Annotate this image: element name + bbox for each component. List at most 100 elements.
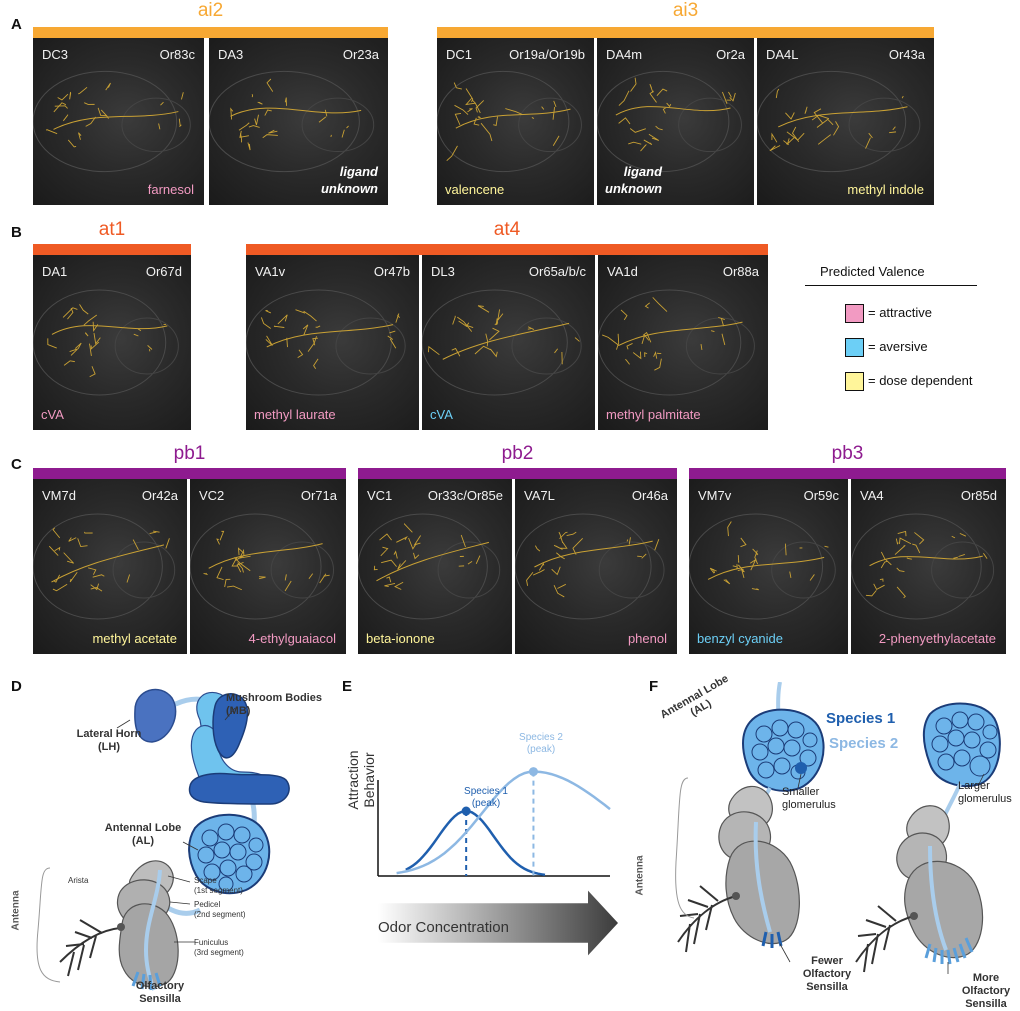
arista-base [117,923,125,931]
s2-antenna-nerve [928,845,948,951]
lateral-horn-label: Lateral Horn (LH) [76,728,142,753]
glomerulus-label: DC1 [446,47,473,62]
neuron-image [358,513,501,620]
antenna-bracket-f [675,777,695,919]
mushroom-bodies-label: Mushroom Bodies (MB) [226,692,322,717]
ligand-label: beta-ionone [366,631,435,646]
neuron-tile: DA4m Or2a ligand unknown [597,38,754,205]
ligand-label: methyl laurate [254,407,336,422]
ligand-label: ligand unknown [605,164,663,196]
neuron-image [437,70,582,173]
legend-aversive: = aversive [868,339,928,354]
attraction-chart [377,767,618,956]
glomerulus-label: DL3 [431,264,455,279]
concentration-arrow [378,890,618,956]
legend-attractive: = attractive [868,305,932,320]
group-bar-pb3 [689,468,1006,479]
species1-peak-point [461,806,471,816]
glomerulus-label: DA4m [606,47,643,62]
neuron-image [689,513,836,620]
pedicel-label: Pedicel (2nd segment) [194,900,246,919]
neuron-image [33,70,191,173]
ligand-label: farnesol [147,182,194,197]
arista-shape [59,919,121,977]
s1-sensilla [761,931,783,948]
receptor-label: Or47b [373,264,410,279]
glomerulus-label: DC3 [42,47,69,62]
glomerulus-label: DA1 [42,264,68,279]
neuron-image [598,289,755,396]
s2-arista [855,905,915,973]
receptor-label: Or19a/Or19b [509,47,585,62]
fewer-sensilla-label: Fewer Olfactory Sensilla [802,955,852,993]
group-bar-pb2 [358,468,677,479]
scape-label: Scape (1st segment) [194,876,243,895]
receptor-label: Or2a [716,47,745,62]
s2-antennal-lobe [923,702,1001,787]
neuron-image [209,70,375,173]
olfactory-sensilla-shapes [131,971,162,991]
legend-swatch-aversive [845,338,864,357]
glomerulus-label: VC1 [367,488,393,503]
ligand-label: methyl palmitate [606,407,701,422]
group-label-pb2: pb2 [501,443,534,464]
antennal-lobe-glomeruli [197,823,264,892]
legend-divider [805,285,977,286]
s2-sensilla [924,937,974,965]
panel-label-e: E [342,678,353,695]
smaller-glomerulus-label: Smaller glomerulus [782,786,836,811]
s1-arista-base [732,892,740,900]
receptor-label: Or33c/Or85e [427,488,503,503]
species2-peak-point [528,767,538,777]
glomerulus-label: VM7v [698,488,732,503]
receptor-label: Or23a [342,47,379,62]
x-axis-label: Odor Concentration [378,919,509,936]
panel-label-b: B [11,224,22,241]
s1-antenna-nerve [753,821,772,933]
neuron-image [422,289,582,396]
neuron-image [757,70,921,173]
panel-label-a: A [11,16,22,33]
glomerulus-label: VA7L [524,488,555,503]
group-bar-pb1 [33,468,346,479]
fly-olfactory-anatomy-diagram [36,688,290,991]
receptor-label: Or71a [300,488,337,503]
glomerulus-label: VA4 [860,488,884,503]
species2-peak-label: Species 2 (peak) [519,732,563,755]
ligand-label: valencene [445,182,505,197]
glomerulus-label: VA1v [255,264,286,279]
group-label-ai3: ai3 [672,0,699,21]
species2-label-f: Species 2 [829,735,899,752]
receptor-label: Or65a/b/c [528,264,586,279]
y-axis-label: Attraction Behavior [345,750,377,810]
antennal-lobe-label-d: Antennal Lobe (AL) [104,822,182,847]
glomerulus-label: VA1d [607,264,638,279]
neuron-image [190,513,335,620]
group-bar-at1 [33,244,191,255]
arista-label: Arista [68,876,89,885]
panel-f-pointer-lines [779,773,985,974]
legend-swatch-attractive [845,304,864,323]
glomerulus-label: VM7d [42,488,76,503]
group-bar-ai3 [437,27,934,38]
s1-small-glomerulus [795,762,807,774]
neuron-image [33,289,179,396]
antenna-label-d: Antenna [10,890,22,931]
s2-glomeruli [931,711,998,777]
receptor-label: Or85d [960,488,997,503]
group-label-pb3: pb3 [831,443,864,464]
funiculus-label: Funiculus (3rd segment) [194,938,244,957]
group-label-pb1: pb1 [173,443,206,464]
panel-label-c: C [11,456,22,473]
panel-label-d: D [11,678,22,695]
group-label-at1: at1 [98,219,126,240]
species2-curve [396,770,611,875]
ligand-label: methyl indole [847,182,924,197]
antenna-label-f: Antenna [634,855,646,896]
